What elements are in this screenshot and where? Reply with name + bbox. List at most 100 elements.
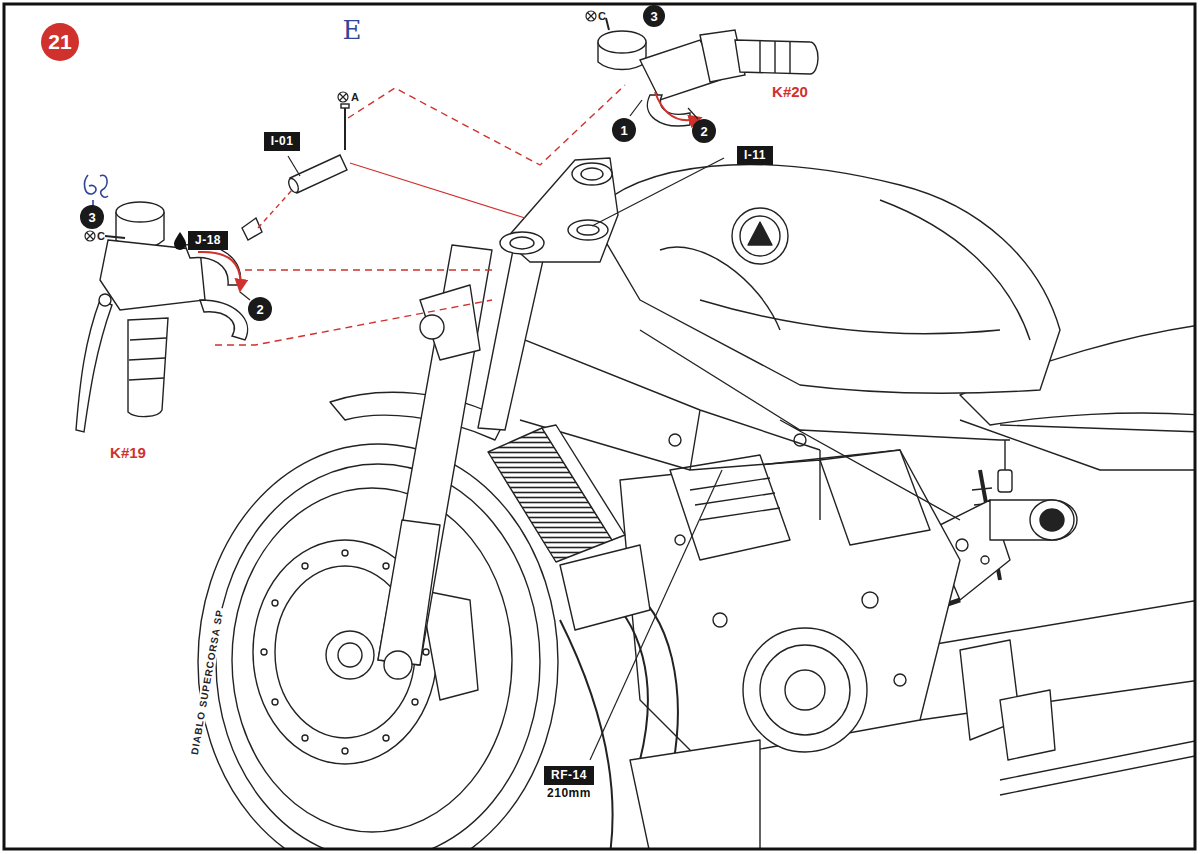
kit-part-label: K#20: [769, 83, 811, 100]
node-text: 1: [620, 123, 627, 138]
engine: [630, 740, 760, 848]
triple-clamp: [500, 232, 544, 254]
bracket-part: [287, 177, 301, 194]
front-fork: [378, 238, 548, 679]
left-control-k19: [116, 202, 164, 222]
front-wheel: [338, 643, 362, 667]
part-number-tag: J-18: [188, 231, 228, 250]
front-wheel: [302, 735, 308, 741]
node-text: I-11: [737, 146, 773, 165]
assembly-guide: [215, 300, 492, 345]
bracket-part: [344, 104, 346, 150]
assembly-guide: [350, 163, 525, 218]
left-control-k19: [76, 202, 248, 432]
engine: [620, 450, 960, 760]
rear-section: [956, 539, 968, 551]
seat-tail: [1000, 425, 1195, 432]
front-wheel: [261, 649, 267, 655]
dimension-text: 210mm: [544, 785, 594, 801]
callout-number: 2: [248, 297, 272, 321]
kit-part-label: K#19: [107, 444, 149, 461]
engine: [690, 478, 780, 520]
glue-drop: [174, 232, 186, 250]
front-wheel: [198, 392, 558, 848]
engine: [894, 674, 906, 686]
left-control-k19: [185, 244, 241, 285]
engine: [713, 613, 727, 627]
rear-section: [981, 556, 989, 564]
callout-number: 2: [692, 119, 716, 143]
left-control-k19: [99, 294, 111, 306]
callout-number: 3: [643, 5, 665, 27]
engine: [743, 628, 867, 752]
tyre-lettering: DIABLO SUPERCORSA SP: [188, 606, 225, 757]
part-number-tag: I-01: [264, 132, 301, 151]
part-number-tag: RF-14210mm: [544, 766, 594, 801]
screw-symbol: [588, 13, 595, 20]
screw-symbol: [85, 231, 95, 241]
rear-section: [1040, 509, 1064, 531]
left-control-k19: [76, 300, 112, 432]
screw-symbol: [338, 92, 348, 102]
leader-line: [592, 158, 724, 226]
node-text: I-01: [264, 132, 301, 151]
right-control-k20: [760, 41, 790, 74]
assembly-guide: [245, 269, 492, 270]
left-control-k19: [200, 300, 248, 340]
left-control-k19: [128, 318, 168, 417]
screw-symbol: [87, 233, 94, 240]
leader-line: [630, 100, 642, 116]
front-fork: [420, 285, 480, 360]
node-text: J-18: [188, 231, 228, 250]
screw-letter: C: [97, 230, 105, 242]
assembly-guide: [258, 190, 292, 228]
front-wheel: [272, 699, 278, 705]
callout-number: 1: [612, 118, 636, 142]
fuel-tank: [660, 200, 1030, 340]
fuel-tank: [590, 165, 1060, 394]
leader-line: [688, 108, 698, 119]
engine: [785, 670, 825, 710]
fuel-tank: [748, 222, 772, 245]
node-text: 21: [48, 30, 71, 54]
node-text: 2: [700, 124, 707, 139]
right-control-k20: [647, 95, 690, 126]
front-wheel: [383, 735, 389, 741]
triple-clamp: [505, 158, 618, 262]
rear-section: [1000, 690, 1055, 760]
front-wheel: [342, 748, 348, 754]
triple-clamp: [500, 158, 618, 262]
screw-letter: A: [351, 91, 359, 103]
front-wheel: [198, 444, 558, 848]
front-fork: [378, 245, 492, 665]
triple-clamp: [572, 163, 612, 185]
node-text: RF-14: [544, 766, 594, 785]
front-wheel: [272, 600, 278, 606]
handwritten-mark: [100, 175, 108, 197]
right-control-k20: [598, 18, 818, 126]
node-text: 3: [650, 9, 657, 24]
rear-section: [998, 470, 1012, 492]
assembly-guide: [198, 252, 240, 290]
bracket-part: [242, 104, 349, 240]
leader-line: [590, 470, 722, 760]
step-number: 21: [41, 23, 79, 61]
front-wheel: [342, 550, 348, 556]
rear-section: [990, 500, 1077, 540]
rear-section: [1030, 500, 1074, 540]
assembly-guide: [198, 85, 700, 345]
assembly-guide: [348, 85, 625, 165]
leader-line: [288, 156, 300, 176]
triple-clamp: [510, 237, 534, 249]
screw-symbol: [340, 94, 347, 101]
leader-line: [240, 100, 724, 760]
engine: [675, 535, 685, 545]
screw-letter: C: [598, 10, 606, 22]
bracket-part: [242, 218, 262, 240]
right-control-k20: [735, 40, 818, 74]
glue-drop: [174, 232, 186, 250]
